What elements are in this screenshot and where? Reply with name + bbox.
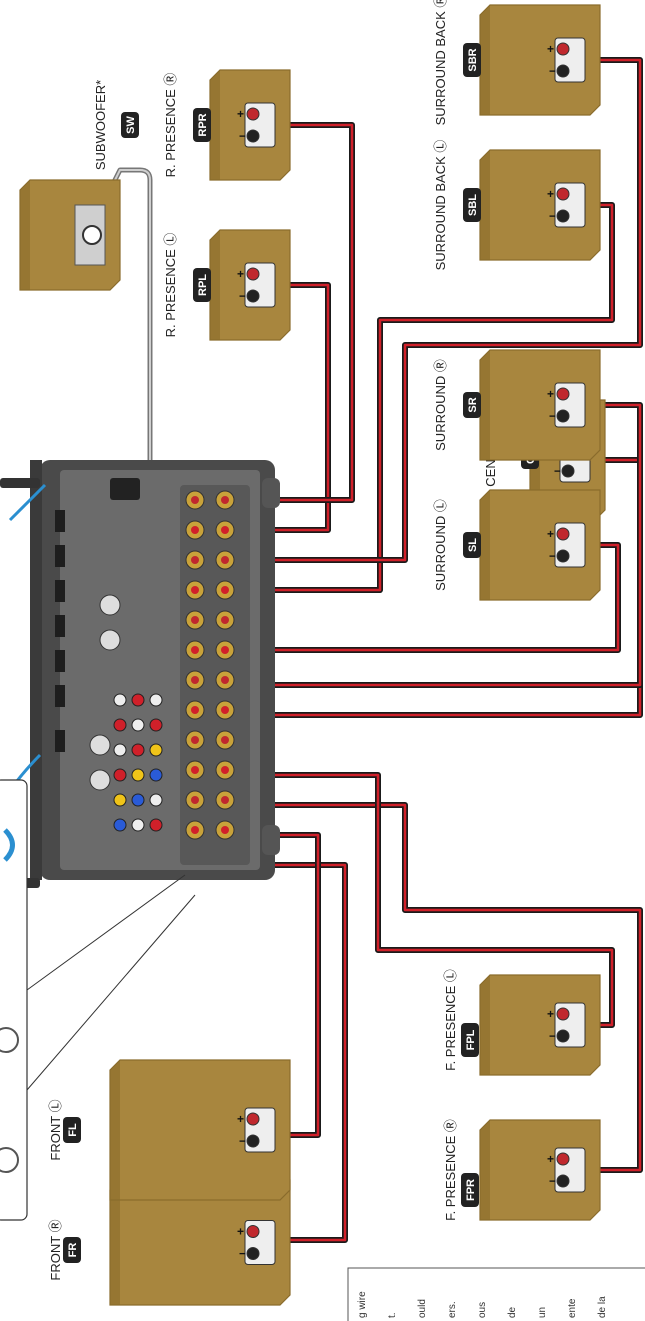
svg-text:+: +: [237, 107, 244, 121]
note-box: g wire t. ould ers. ous de un ente de la: [348, 1268, 645, 1321]
speaker-sw: [20, 180, 120, 290]
svg-text:−: −: [239, 1134, 246, 1148]
svg-text:RPR: RPR: [197, 113, 209, 136]
speaker-tag-sbl: SBL: [463, 188, 481, 222]
speaker-label-sbl: SURROUND BACK Ⓛ: [433, 140, 448, 271]
speaker-tag-sr: SR: [463, 392, 481, 418]
note-line: ente: [567, 1298, 578, 1318]
svg-text:SR: SR: [467, 397, 479, 412]
speaker-tag-sl: SL: [463, 532, 481, 558]
speaker-rpl: +−: [210, 230, 290, 340]
svg-text:−: −: [549, 549, 556, 563]
svg-text:+: +: [547, 527, 554, 541]
speaker-label-rpr: R. PRESENCE Ⓡ: [163, 73, 178, 178]
speaker-rpr: +−: [210, 70, 290, 180]
svg-text:+: +: [237, 267, 244, 281]
speaker-tag-fl: FL: [63, 1117, 81, 1143]
note-line: un: [537, 1307, 548, 1318]
svg-text:−: −: [239, 289, 246, 303]
svg-text:+: +: [547, 1007, 554, 1021]
svg-text:−: −: [549, 209, 556, 223]
svg-text:FPL: FPL: [465, 1029, 477, 1050]
svg-text:+: +: [237, 1112, 244, 1126]
svg-text:SW: SW: [125, 116, 137, 134]
antenna-right: [0, 478, 40, 488]
svg-text:SBL: SBL: [467, 194, 479, 216]
svg-text:FR: FR: [67, 1243, 79, 1258]
svg-text:SBR: SBR: [467, 48, 479, 71]
speaker-label-sr: SURROUND Ⓡ: [433, 359, 448, 451]
speaker-tag-fpl: FPL: [461, 1023, 479, 1057]
svg-text:+: +: [547, 1152, 554, 1166]
note-line: t.: [387, 1312, 398, 1318]
speaker-tag-fr: FR: [63, 1237, 81, 1263]
speaker-sbl: +−: [480, 150, 600, 260]
note-line: de la: [597, 1296, 608, 1318]
svg-text:−: −: [549, 1029, 556, 1043]
svg-text:+: +: [547, 42, 554, 56]
svg-text:+: +: [547, 187, 554, 201]
speaker-label-fr: FRONT Ⓡ: [48, 1219, 63, 1280]
speaker-sl: +−: [480, 490, 600, 600]
speaker-tag-rpr: RPR: [193, 108, 211, 142]
svg-text:−: −: [239, 1247, 246, 1261]
note-line: de: [507, 1306, 518, 1318]
svg-text:+: +: [547, 387, 554, 401]
speaker-sr: +−: [480, 350, 600, 460]
note-line: ous: [477, 1302, 488, 1318]
speaker-label-sbr: SURROUND BACK Ⓡ: [433, 0, 448, 125]
speaker-fpl: +−: [480, 975, 600, 1075]
speaker-sbr: +−: [480, 5, 600, 115]
speaker-fpr: +−: [480, 1120, 600, 1220]
speaker-tag-rpl: RPL: [193, 268, 211, 302]
speaker-label-sw: SUBWOOFER*: [93, 80, 108, 170]
speaker-label-sl: SURROUND Ⓛ: [433, 499, 448, 591]
speaker-label-fpr: F. PRESENCE Ⓡ: [443, 1119, 458, 1221]
speaker-tag-sbr: SBR: [463, 43, 481, 77]
svg-text:−: −: [549, 409, 556, 423]
svg-text:+: +: [237, 1225, 244, 1239]
svg-text:SL: SL: [467, 538, 479, 552]
speaker-label-fpl: F. PRESENCE Ⓛ: [443, 969, 458, 1071]
av-receiver: [0, 460, 280, 888]
svg-text:−: −: [554, 464, 561, 478]
speaker-tag-fpr: FPR: [461, 1173, 479, 1207]
note-line: ould: [417, 1299, 428, 1318]
svg-text:RPL: RPL: [197, 274, 209, 296]
svg-text:FPR: FPR: [465, 1179, 477, 1201]
speaker-tag-sw: SW: [121, 112, 139, 138]
svg-text:−: −: [239, 129, 246, 143]
svg-text:−: −: [549, 64, 556, 78]
note-line: ers.: [447, 1301, 458, 1318]
svg-text:−: −: [549, 1174, 556, 1188]
note-line: g wire: [357, 1291, 368, 1318]
svg-text:FL: FL: [67, 1123, 79, 1137]
power-inlet: [110, 478, 140, 500]
speaker-label-fl: FRONT Ⓛ: [48, 1099, 63, 1160]
speaker-label-rpl: R. PRESENCE Ⓛ: [163, 233, 178, 338]
speaker-fl: +−: [110, 1060, 290, 1200]
